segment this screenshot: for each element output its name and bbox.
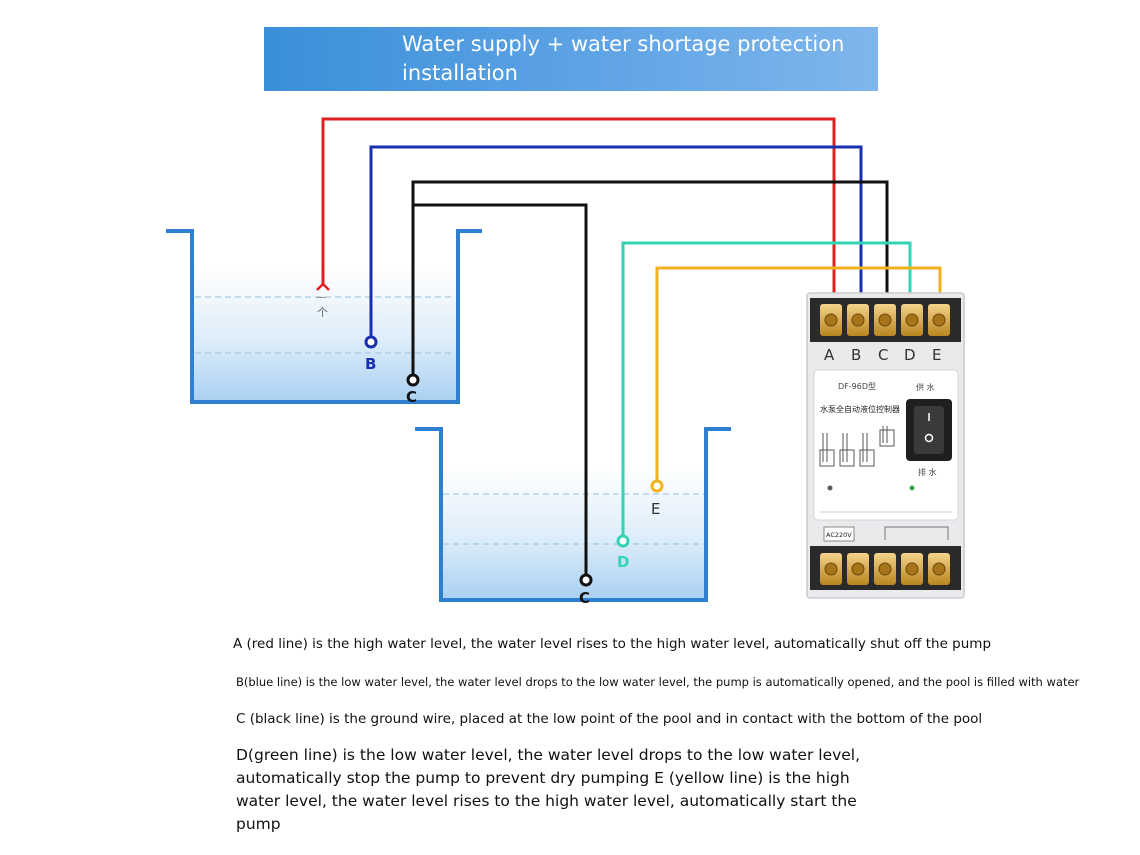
level-controller: A B C D E DF-96D型 水泵全自动液位控制器 供 水 排 水 (806, 292, 965, 599)
screw (851, 313, 865, 327)
lower-tank-wall (415, 427, 731, 602)
wiring-schematic (819, 426, 895, 467)
controller-name: 水泵全自动液位控制器 (820, 404, 900, 414)
screw (878, 562, 892, 576)
probe-a-mark: — (316, 292, 326, 303)
wire-e-yellow (655, 266, 942, 480)
bottom-terminals (820, 553, 950, 585)
note-green-yellow-line: D(green line) is the low water level, th… (236, 746, 861, 833)
wire-c-black-upper (411, 180, 889, 374)
screw (824, 562, 838, 576)
screw (932, 562, 946, 576)
note-red-line: A (red line) is the high water level, th… (233, 636, 992, 652)
switch-off-mark (924, 433, 934, 443)
output-bracket (884, 526, 949, 540)
probe-c-lower-label: C (579, 589, 590, 607)
probe-a-arrow: 个 (317, 306, 328, 319)
screw (824, 313, 838, 327)
probe-a-tip (316, 282, 330, 291)
wire-d-green (621, 241, 912, 536)
probe-e-label: E (651, 500, 660, 518)
banner-title: Water supply + water shortage protection… (402, 32, 845, 85)
power-label-box (823, 526, 855, 542)
probe-d (616, 534, 630, 548)
screw (905, 562, 919, 576)
lower-tank-water (441, 468, 706, 600)
terminal-letter-e: E (932, 346, 941, 364)
probe-c-upper-label: C (406, 388, 417, 406)
note-blue-line: B(blue line) is the low water level, the… (236, 675, 1080, 689)
title-banner: Water supply + water shortage protection… (264, 27, 878, 91)
probe-b (364, 335, 378, 349)
power-switch-rocker (914, 406, 944, 454)
terminal-letter-a: A (824, 346, 835, 364)
screw (905, 313, 919, 327)
probe-d-label: D (617, 553, 629, 571)
probe-c-lower (579, 573, 593, 587)
power-indicator-led (827, 485, 833, 491)
terminal-letter-c: C (878, 346, 888, 364)
wire-b-blue (369, 145, 863, 336)
top-terminals (820, 304, 950, 336)
note-black-line: C (black line) is the ground wire, place… (236, 711, 983, 727)
terminal-letter-d: D (904, 346, 916, 364)
screw (878, 313, 892, 327)
screw (851, 562, 865, 576)
terminal-letter-b: B (851, 346, 861, 364)
probe-e (650, 479, 664, 493)
screw (932, 313, 946, 327)
upper-tank-wall (166, 229, 482, 404)
controller-model: DF-96D型 (838, 382, 876, 391)
wire-c-black-lower (413, 203, 588, 574)
mode-top-label: 供 水 (916, 382, 935, 392)
lower-tank (415, 427, 731, 602)
probe-b-label: B (365, 355, 376, 373)
wire-a-red (321, 117, 836, 300)
mode-bottom-label: 排 水 (918, 467, 937, 477)
output-indicator-led (909, 485, 915, 491)
power-label: AC220V (826, 531, 852, 539)
probe-c-upper (406, 373, 420, 387)
